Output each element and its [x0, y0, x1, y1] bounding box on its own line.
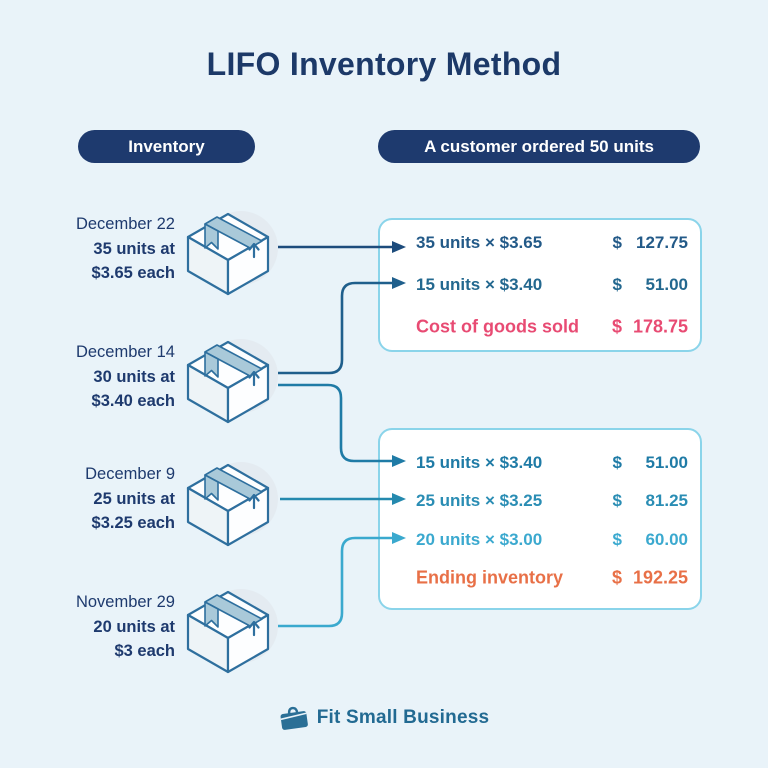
- ending-inventory-box: 15 units × $3.40 $ 51.00 25 units × $3.2…: [378, 428, 702, 610]
- currency-symbol: $: [612, 491, 622, 510]
- calc-label: 15 units × $3.40: [416, 275, 543, 294]
- inventory-entry-dec14: December 14 30 units at $3.40 each: [0, 340, 175, 414]
- calc-row: 20 units × $3.00 $ 60.00: [416, 530, 688, 550]
- currency-symbol: $: [611, 316, 622, 337]
- currency-symbol: $: [612, 233, 622, 252]
- total-amount: 178.75: [632, 316, 688, 337]
- brand-name: Fit Small Business: [316, 707, 490, 728]
- shipping-box-icon: [186, 211, 278, 296]
- order-header-label: A customer ordered 50 units: [424, 136, 654, 156]
- calc-label: 35 units × $3.65: [416, 233, 543, 252]
- entry-units: 25 units at: [93, 489, 175, 508]
- calc-amount: 60.00: [645, 530, 688, 549]
- entry-date: December 14: [75, 343, 175, 361]
- cogs-calculation-box: 35 units × $3.65 $ 127.75 15 units × $3.…: [378, 218, 702, 352]
- page-title: LIFO Inventory Method: [206, 46, 562, 82]
- total-label: Ending inventory: [416, 567, 564, 588]
- entry-date: November 29: [75, 593, 175, 611]
- calc-row: 25 units × $3.25 $ 81.25: [416, 491, 688, 511]
- shipping-box-icon: [186, 589, 278, 674]
- cogs-total-row: Cost of goods sold $ 178.75: [416, 317, 688, 338]
- entry-units: 35 units at: [93, 239, 175, 258]
- inventory-header-pill: Inventory: [78, 130, 255, 163]
- entry-date: December 22: [75, 215, 175, 233]
- currency-symbol: $: [612, 275, 622, 294]
- order-header-pill: A customer ordered 50 units: [378, 130, 700, 163]
- briefcase-icon: [280, 706, 308, 730]
- entry-price: $3.40 each: [91, 392, 175, 410]
- ending-total-row: Ending inventory $ 192.25: [416, 568, 688, 589]
- currency-symbol: $: [612, 530, 622, 549]
- inventory-entry-nov29: November 29 20 units at $3 each: [0, 590, 175, 664]
- entry-units: 30 units at: [93, 367, 175, 386]
- total-amount: 192.25: [632, 567, 688, 588]
- entry-units: 20 units at: [93, 617, 175, 636]
- calc-label: 20 units × $3.00: [416, 530, 543, 549]
- calc-amount: 81.25: [645, 491, 688, 510]
- calc-row: 35 units × $3.65 $ 127.75: [416, 233, 688, 253]
- calc-amount: 51.00: [645, 453, 688, 472]
- total-label: Cost of goods sold: [416, 316, 579, 337]
- currency-symbol: $: [612, 453, 622, 472]
- calc-label: 25 units × $3.25: [416, 491, 543, 510]
- calc-row: 15 units × $3.40 $ 51.00: [416, 453, 688, 473]
- entry-date: December 9: [85, 465, 175, 483]
- calc-amount: 51.00: [645, 275, 688, 294]
- shipping-box-icon: [186, 462, 278, 547]
- brand-footer: Fit Small Business: [0, 705, 768, 731]
- calc-amount: 127.75: [636, 233, 688, 252]
- shipping-box-icon: [186, 339, 278, 424]
- inventory-header-label: Inventory: [128, 136, 205, 156]
- entry-price: $3.65 each: [91, 264, 175, 282]
- inventory-entry-dec9: December 9 25 units at $3.25 each: [0, 462, 175, 536]
- calc-row: 15 units × $3.40 $ 51.00: [416, 275, 688, 295]
- inventory-entry-dec22: December 22 35 units at $3.65 each: [0, 212, 175, 286]
- calc-label: 15 units × $3.40: [416, 453, 543, 472]
- entry-price: $3.25 each: [91, 514, 175, 532]
- entry-price: $3 each: [114, 642, 175, 660]
- currency-symbol: $: [611, 567, 622, 588]
